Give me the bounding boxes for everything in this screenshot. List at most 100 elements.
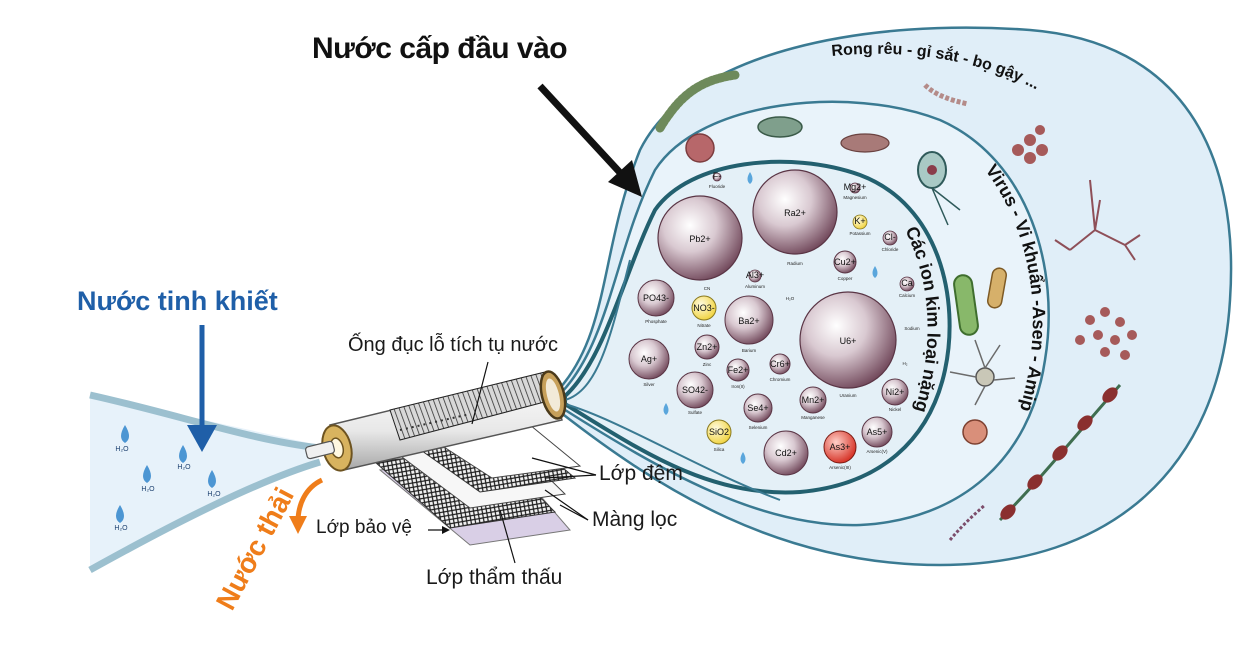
ion-name: Barium [742,348,757,353]
minor-label-cn: CN [704,286,711,291]
ion-label: As3+ [830,442,851,452]
ion-label: As5+ [867,427,888,437]
ion-label: Mn2+ [802,395,825,405]
ion-sio2 [706,419,732,445]
amoeba-icon [975,367,995,387]
organism-icon [962,419,988,445]
minor-label-h2: H₂ [903,361,908,366]
minor-label-h2o: H₂O [786,296,795,301]
ion-name: Sulfate [688,410,703,415]
waste-arrowhead-icon [289,516,307,534]
ion-particles [628,169,915,476]
ion-name: Silver [643,382,655,387]
minor-label-sodium: Sodium [904,326,920,331]
ion-cu [833,250,857,274]
h2o-label: H₂O [141,486,155,493]
ion-name: Fluoride [709,184,726,189]
leader-permeate [499,509,516,564]
ion-ca [899,276,915,292]
leader-membrane-2 [559,504,589,521]
spacer-layer-label: Lớp đệm [599,462,683,485]
ion-label: Cu2+ [834,257,856,267]
ion-label: Ra2+ [784,208,806,218]
bacterium-icon [757,116,803,138]
water-drop-icon [208,470,216,488]
ion-label: PO43- [643,293,669,303]
ion-name: Radium [787,261,803,266]
ion-labels: Pb2+ Ra2+ Radium U6+ Uranium Ba2+ Barium… [641,171,920,470]
ion-pb [657,195,743,281]
worm-icon [655,70,740,133]
ion-label: Ni2+ [886,387,905,397]
colony-icon [1012,125,1048,164]
ion-name: Uranium [839,393,856,398]
ion-name: Phosphate [645,319,667,324]
water-drop-icon [116,505,124,523]
feed-water-title: Nước cấp đầu vào [312,32,568,65]
water-drop-icon [179,445,187,463]
ion-label: Fe2+ [728,365,749,375]
water-drop-icon [872,266,878,278]
ion-label: U6+ [840,336,857,346]
ion-name: Potassium [849,231,870,236]
filter-membrane-label: Màng lọc [592,508,678,531]
ion-label: Al3+ [746,270,764,280]
water-drop-icon [740,452,746,464]
ion-mg [849,182,861,194]
ion-as5 [861,416,893,448]
ion-label: SO42- [682,385,708,395]
leader-spacer-1 [531,457,597,476]
chain-organism-icon [923,83,969,107]
ion-cl [882,230,898,246]
h2o-label: H₂O [115,446,129,453]
perforated-tube-label: Ống đục lỗ tích tụ nước [348,334,558,356]
membrane-cartridge [305,370,567,472]
membrane-layers [373,424,582,546]
leader-spacer-2 [544,474,597,479]
ion-label: Cl- [884,232,896,242]
ion-f [712,172,722,182]
ion-name: Zinc [703,362,712,367]
ion-se [743,393,773,423]
ion-name: Selenium [749,425,768,430]
ion-name: Iron(II) [731,384,745,389]
ion-k [852,214,868,230]
net-colony-icon [1075,307,1137,360]
waste-arrow-icon [295,477,324,523]
ion-name: Silica [714,447,725,452]
branching-organism-icon [1054,179,1141,261]
ion-cd [763,430,809,476]
ion-name: Chromium [770,377,791,382]
water-drop-icon [121,425,129,443]
inner-droplets [663,172,878,464]
permeate-layer-label: Lớp thẩm thấu [426,566,563,589]
ion-label: Cd2+ [775,448,797,458]
leader-membrane-1 [544,489,589,521]
ion-label: SiO2 [709,427,729,437]
rod-bacterium-icon [986,267,1008,309]
ion-fe [726,358,750,382]
ion-label: Ba2+ [738,316,759,326]
ion-so4 [676,371,714,409]
ion-name: Manganese [801,415,825,420]
ion-label: Pb2+ [689,234,710,244]
ion-label: Cr6+ [770,359,790,369]
feed-arrowhead-icon [608,160,642,197]
ion-label: Ca [901,278,913,288]
ciliated-cell-icon [840,133,890,153]
ion-ra [752,169,838,255]
ion-name: Aluminum [745,284,765,289]
ion-label: Mg2+ [844,182,867,192]
ion-cr [769,353,791,375]
microorganisms [655,70,1141,541]
ion-name: Nickel [889,407,901,412]
protective-layer-label: Lớp bảo vệ [316,517,412,538]
ion-name: Copper [838,276,853,281]
pure-water-outlet: H₂O H₂O H₂O H₂O H₂O [88,391,322,574]
spiky-cell-icon [685,133,715,163]
pure-water-label: Nước tinh khiết [77,286,278,316]
arrows [187,83,642,564]
leader-tube [471,361,489,425]
rod-bacterium-icon [953,274,979,336]
